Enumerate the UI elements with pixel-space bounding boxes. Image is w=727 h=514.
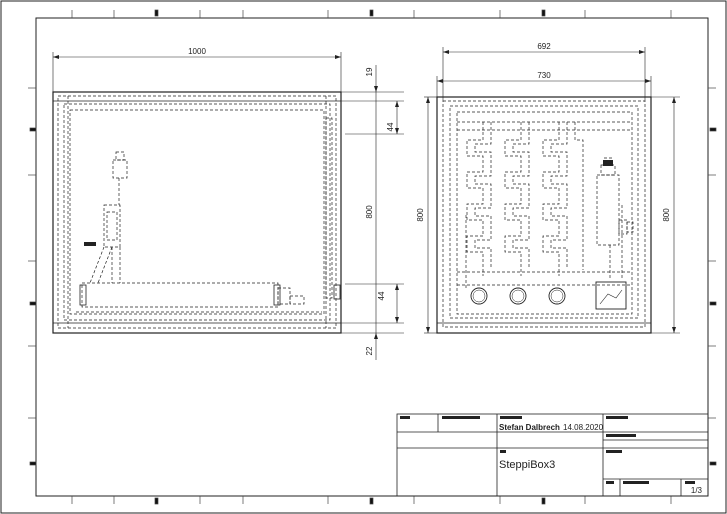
side-right-height-dim: 800 xyxy=(662,208,671,222)
border-ticks xyxy=(28,9,717,505)
title-block-redactions xyxy=(400,416,695,484)
side-inner-width-dim: 692 xyxy=(537,42,551,51)
front-bottom-offset-dim: 22 xyxy=(365,346,374,355)
front-top-offset-dim: 19 xyxy=(365,67,374,76)
title-block-author: Stefan Dalbrech xyxy=(499,423,560,432)
front-upper-gap-dim: 44 xyxy=(386,122,395,131)
front-width-dim: 1000 xyxy=(188,47,206,56)
side-left-height-dim: 800 xyxy=(416,208,425,222)
front-height-dim: 800 xyxy=(365,205,374,219)
side-outer-width-dim: 730 xyxy=(537,71,551,80)
title-block-drawing-name: SteppiBox3 xyxy=(499,459,555,471)
title-block xyxy=(396,413,709,497)
front-dimensions xyxy=(52,52,404,360)
front-lower-gap-dim: 44 xyxy=(377,291,386,300)
title-block-date: 14.08.2020 xyxy=(563,423,604,432)
side-dimensions xyxy=(424,47,680,334)
title-block-sheet-number: 1/3 xyxy=(691,486,703,495)
front-view xyxy=(52,91,342,334)
side-view xyxy=(436,96,652,334)
